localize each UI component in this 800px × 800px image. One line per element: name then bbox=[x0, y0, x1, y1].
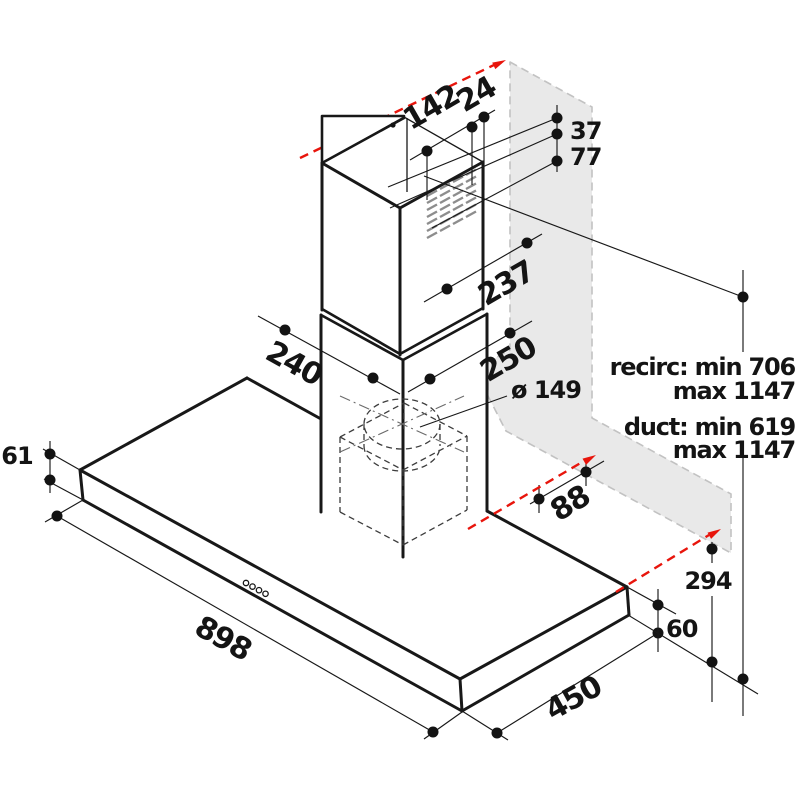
note-recirc-max: max 1147 bbox=[673, 377, 795, 405]
motor-housing-hidden bbox=[339, 402, 468, 546]
wall-shade bbox=[487, 61, 732, 554]
dim-37-77: 37 77 bbox=[387, 105, 602, 229]
control-button-icon bbox=[262, 590, 269, 598]
dim-294: 294 bbox=[684, 542, 733, 702]
note-duct-min: duct: min 619 bbox=[624, 413, 796, 441]
outlet-diameter-label: ø 149 bbox=[419, 376, 582, 428]
dim-label-37: 37 bbox=[570, 117, 601, 145]
control-buttons bbox=[242, 579, 269, 598]
chimney bbox=[319, 114, 489, 559]
note-duct-max: max 1147 bbox=[673, 436, 795, 464]
airflow-arrow-middle bbox=[467, 455, 596, 531]
chimney-upper-section bbox=[320, 160, 485, 357]
arrowhead-icon bbox=[707, 529, 721, 539]
arrowhead-icon bbox=[582, 455, 596, 465]
dim-label-77: 77 bbox=[570, 143, 601, 171]
dim-recirc-duct: recirc: min 706 max 1147 duct: min 619 m… bbox=[423, 175, 797, 716]
dim-60: 60 bbox=[626, 586, 759, 695]
airflow-arrow-bottom bbox=[615, 529, 721, 594]
dim-label-60: 60 bbox=[666, 615, 698, 643]
dim-label-61: 61 bbox=[1, 442, 33, 470]
arrowhead-icon bbox=[492, 60, 506, 70]
duct-spigot-hidden bbox=[339, 395, 465, 472]
dim-label-outlet: ø 149 bbox=[511, 376, 581, 404]
control-button-icon bbox=[242, 579, 250, 587]
dim-61: 61 bbox=[1, 441, 86, 502]
control-button-icon bbox=[249, 583, 256, 590]
note-recirc-min: recirc: min 706 bbox=[610, 353, 796, 381]
dim-label-294: 294 bbox=[684, 567, 731, 595]
control-button-icon bbox=[255, 586, 263, 594]
